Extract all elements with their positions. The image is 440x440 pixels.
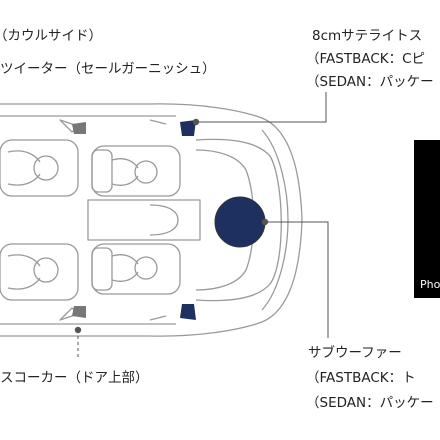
center-console: [87, 199, 201, 241]
subwoofer-label: サブウーファー: [308, 345, 402, 361]
satellite-leader-line: [196, 92, 327, 123]
subwoofer-fastback-label: （FASTBACK：ト: [306, 370, 416, 386]
tweeter-label: ツイーター（セールガーニッシュ）: [0, 61, 216, 77]
satellite-speaker-label: 8cmサテライトス: [312, 28, 423, 44]
subwoofer-speaker: [214, 196, 266, 248]
front-seat-right: [91, 243, 181, 295]
photo-panel-label: Pho: [420, 278, 440, 291]
satellite-speaker-top: [180, 120, 196, 136]
door-speaker-top: [72, 122, 86, 134]
satellite-fastback-label: （FASTBACK：Cピ: [306, 51, 426, 67]
satellite-sedan-label: （SEDAN：パッケー: [306, 74, 434, 90]
windshield-outline: [195, 138, 282, 302]
rear-seat-left: [0, 139, 79, 197]
photo-panel: Pho: [414, 140, 440, 298]
subwoofer-leader-line: [265, 221, 329, 338]
cowl-side-label: （カウルサイド）: [0, 28, 102, 44]
door-speaker-bottom: [72, 306, 86, 318]
car-body-outline: [0, 103, 303, 337]
satellite-speaker-bottom: [180, 304, 196, 320]
rear-seat-right: [0, 243, 79, 301]
subwoofer-sedan-label: （SEDAN：パッケー: [306, 395, 434, 411]
door-speaker-label: スコーカー（ドア上部）: [0, 370, 149, 386]
front-seat-left: [91, 145, 181, 197]
